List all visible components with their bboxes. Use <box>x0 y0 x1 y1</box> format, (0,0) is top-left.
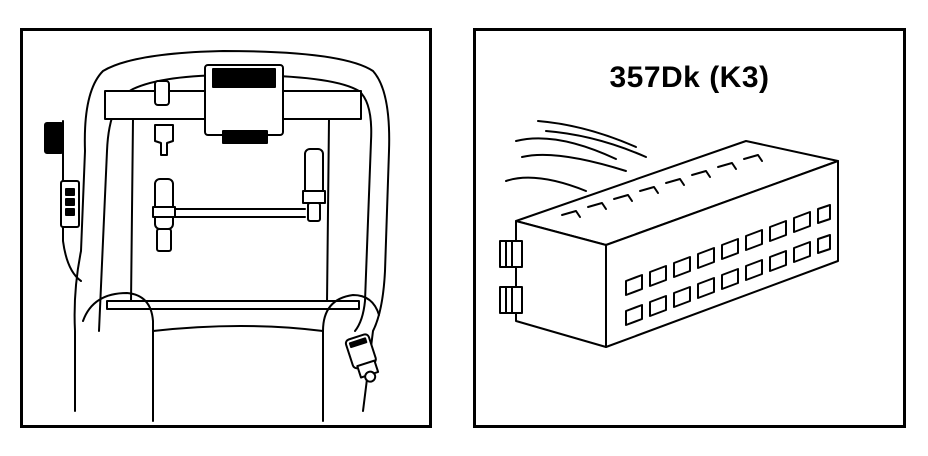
headrest-post-left-top <box>154 80 170 106</box>
bottom-connector-plug <box>344 333 380 383</box>
seat-back-illustration <box>44 50 391 422</box>
harness-wire <box>174 208 306 218</box>
seat-back-diagram-panel <box>20 28 432 428</box>
harness-connector-left <box>154 178 174 230</box>
seat-cushion-left <box>82 292 154 422</box>
lower-crossbar <box>106 300 360 310</box>
seat-back-outline <box>73 50 391 412</box>
frame-clip-left <box>154 124 174 156</box>
terminal-cavities <box>625 204 831 326</box>
side-switch-housing <box>44 122 64 154</box>
side-bolster <box>62 120 82 282</box>
connector-wires <box>505 120 647 192</box>
connector-diagram-panel: 357Dk (K3) <box>473 28 906 428</box>
seat-cushion-right <box>322 294 380 422</box>
connector-illustration <box>499 120 839 348</box>
connector-label: 357Dk (K3) <box>609 61 770 94</box>
connector-top-notches <box>561 154 763 218</box>
